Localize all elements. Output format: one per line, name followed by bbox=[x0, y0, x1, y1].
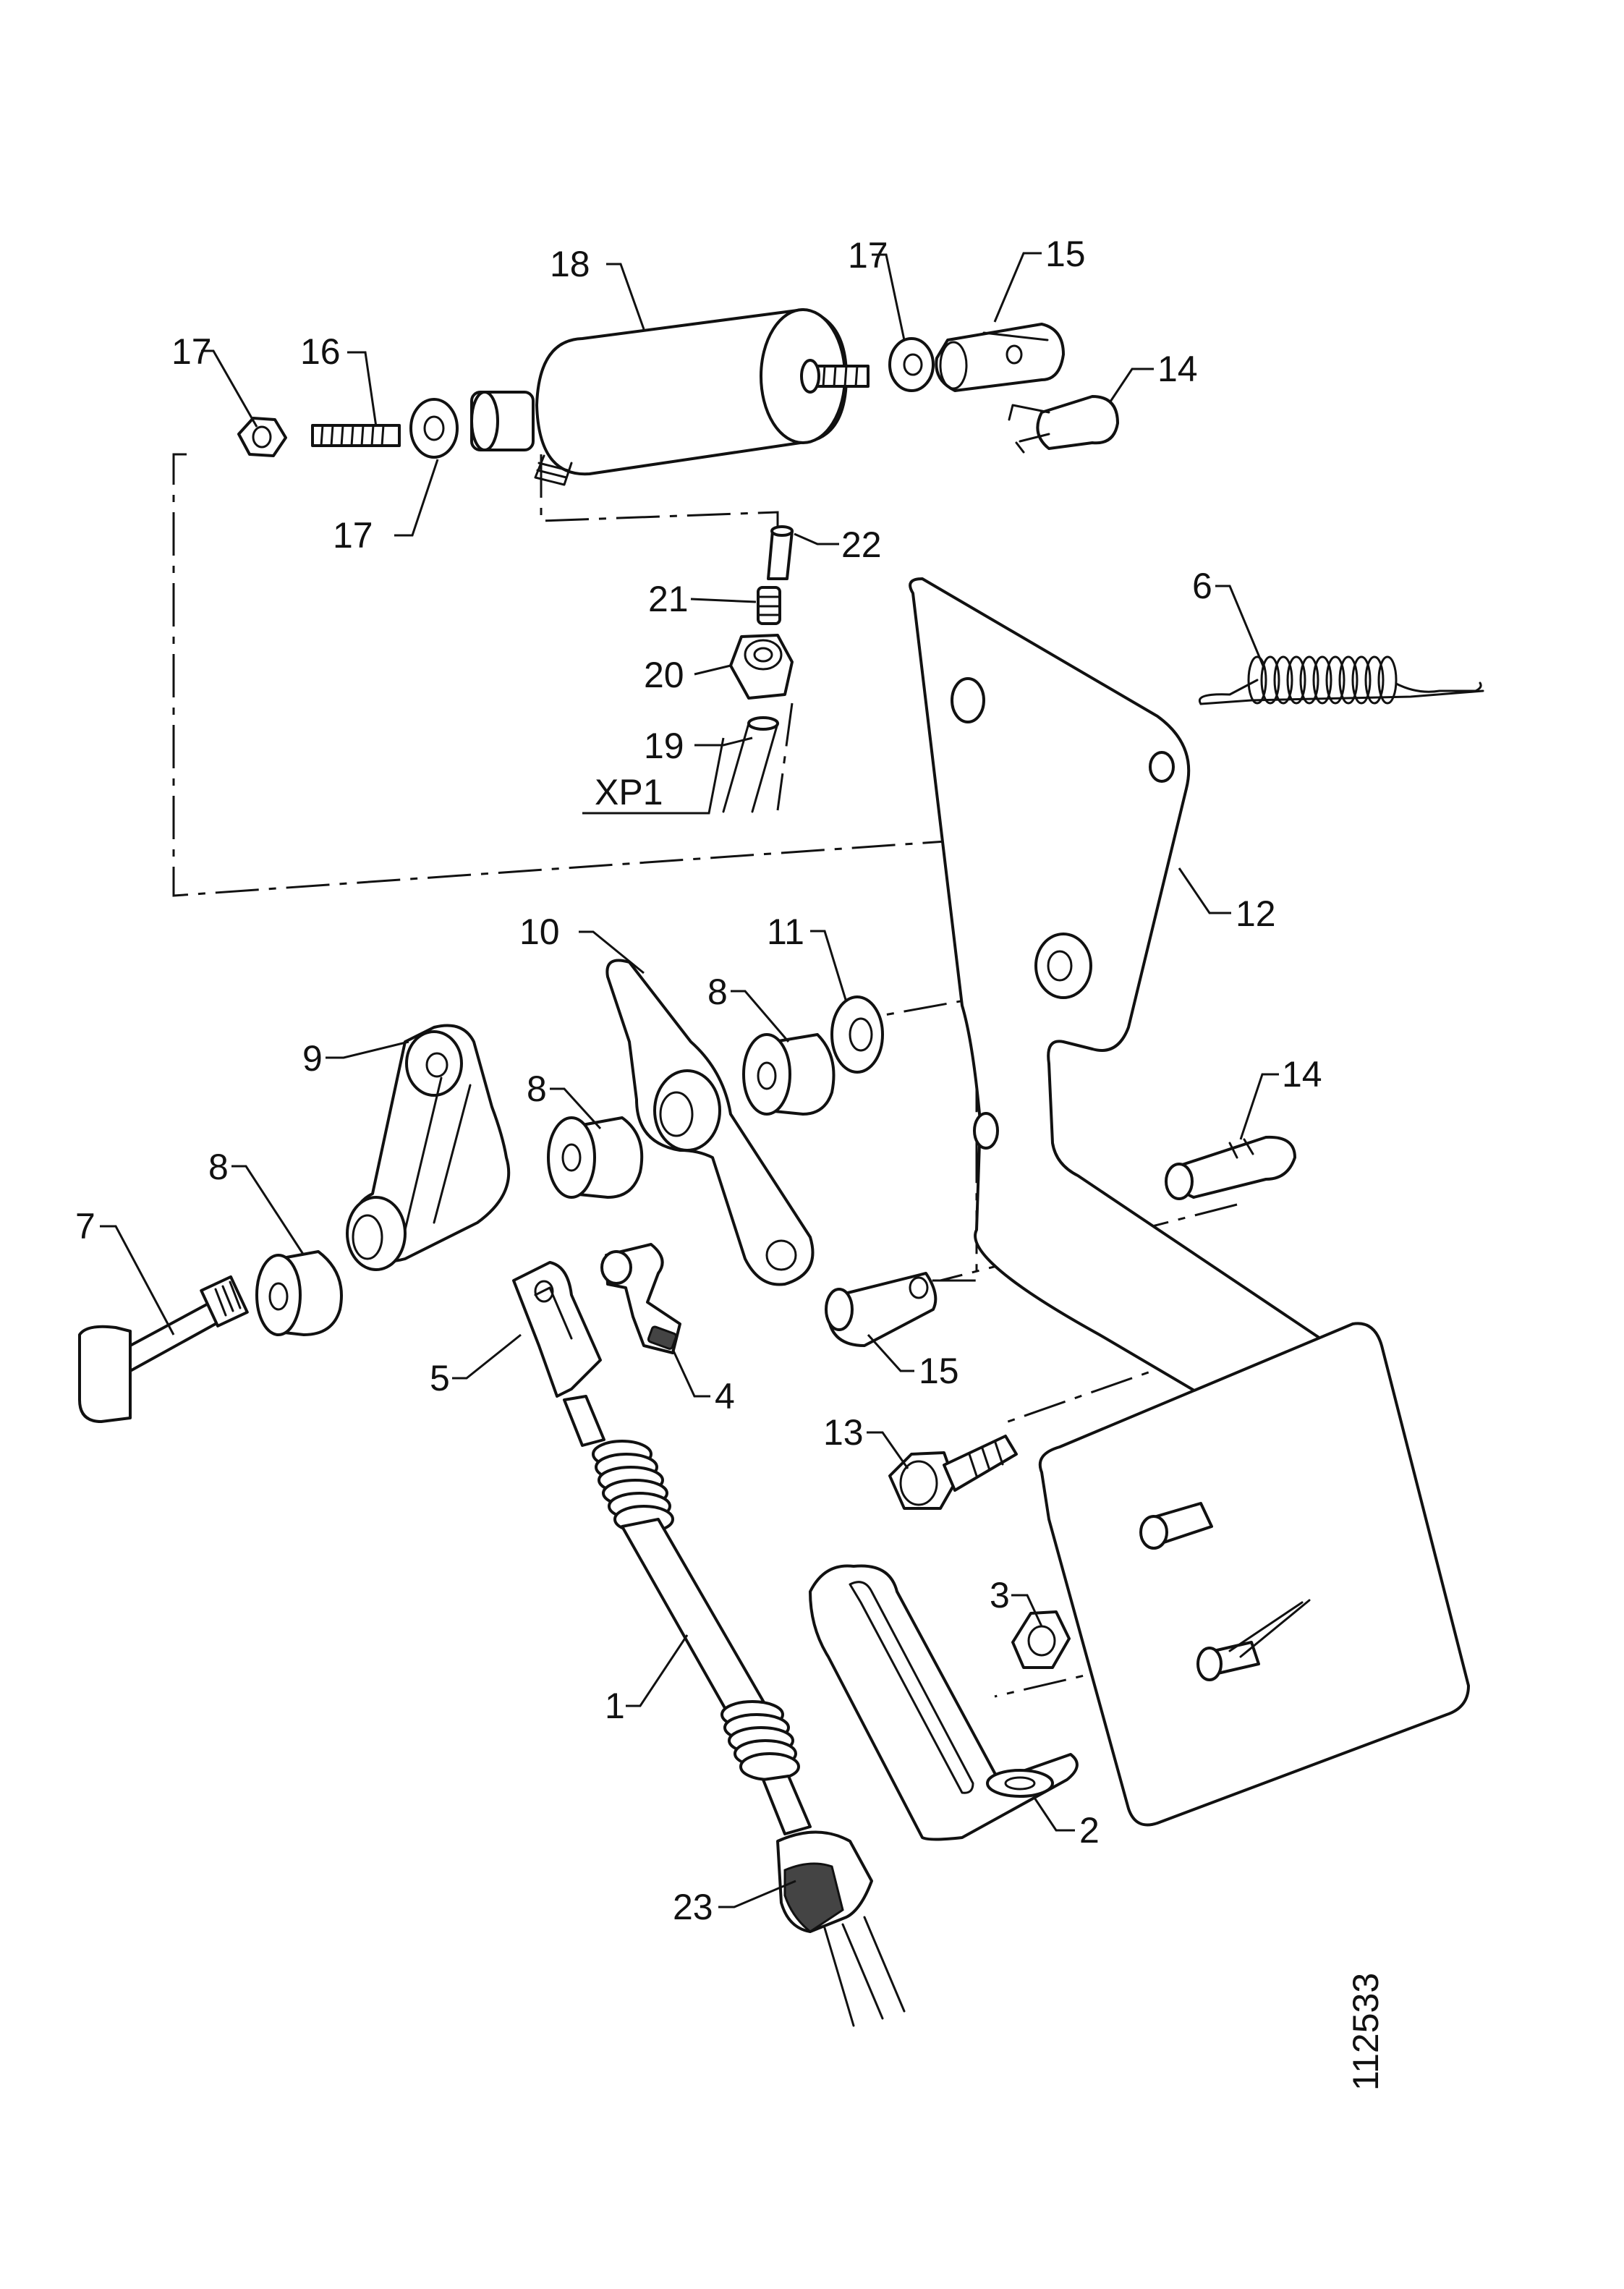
callout-21: 21 bbox=[648, 579, 689, 619]
clevis-15-bottom bbox=[825, 1272, 938, 1347]
callout-8: 8 bbox=[208, 1147, 229, 1187]
ferrule-21 bbox=[757, 586, 781, 625]
bracket-12 bbox=[909, 577, 1332, 1409]
clip-14-top bbox=[1008, 395, 1119, 454]
callout-6: 6 bbox=[1192, 566, 1212, 606]
tube-19 bbox=[722, 716, 779, 813]
nipple-22 bbox=[767, 525, 794, 580]
clip-14-bottom bbox=[1165, 1135, 1296, 1200]
callout-17: 17 bbox=[171, 331, 212, 372]
bushing-8-right bbox=[742, 1033, 836, 1116]
nut-20 bbox=[729, 634, 794, 700]
callout-4: 4 bbox=[715, 1376, 735, 1417]
grommet-23 bbox=[776, 1830, 906, 2027]
callout-13: 13 bbox=[823, 1412, 864, 1453]
stud-16 bbox=[311, 424, 401, 447]
slotted-bracket-2 bbox=[809, 1564, 1079, 1841]
callout-9: 9 bbox=[302, 1038, 323, 1079]
callout-5: 5 bbox=[430, 1358, 450, 1398]
callout-7: 7 bbox=[75, 1206, 95, 1247]
callout-20: 20 bbox=[644, 655, 684, 695]
bolt-7 bbox=[78, 1275, 249, 1423]
callout-17: 17 bbox=[333, 515, 373, 556]
clevis-5 bbox=[512, 1261, 602, 1398]
callout-14: 14 bbox=[1282, 1054, 1322, 1095]
bushing-8-left bbox=[255, 1250, 343, 1336]
callout-15: 15 bbox=[1045, 234, 1086, 274]
callout-8: 8 bbox=[527, 1069, 547, 1109]
callout-22: 22 bbox=[841, 525, 882, 565]
stud-upper bbox=[1139, 1502, 1213, 1550]
clevis-15-top bbox=[935, 323, 1065, 392]
callout-2: 2 bbox=[1079, 1810, 1100, 1851]
pedal-plate bbox=[1038, 1322, 1470, 1827]
callout-19: 19 bbox=[644, 726, 684, 766]
nut-17-mid bbox=[409, 398, 459, 459]
callout-14: 14 bbox=[1157, 349, 1198, 389]
callout-labels: 17 16 17 18 17 15 14 22 21 20 19 XP1 6 1… bbox=[75, 234, 1322, 1927]
spring-6 bbox=[1198, 655, 1484, 705]
callout-10: 10 bbox=[519, 912, 560, 952]
leader-lines bbox=[100, 252, 1279, 1908]
drawing-number: 112533 bbox=[1345, 1973, 1386, 2091]
nut-3 bbox=[1011, 1610, 1071, 1669]
bushing-8-mid bbox=[547, 1116, 644, 1199]
callout-3: 3 bbox=[990, 1575, 1010, 1615]
callout-11: 11 bbox=[767, 912, 804, 952]
pin-4 bbox=[600, 1243, 681, 1354]
washer-11 bbox=[830, 995, 884, 1074]
bolt-13 bbox=[888, 1435, 1018, 1510]
callout-8: 8 bbox=[707, 972, 728, 1012]
callout-12: 12 bbox=[1236, 893, 1276, 934]
cylinder-18 bbox=[470, 308, 870, 486]
control-rod-1 bbox=[563, 1395, 812, 1835]
callout-18: 18 bbox=[550, 244, 590, 284]
nut-17-left bbox=[237, 417, 287, 457]
callout-1: 1 bbox=[605, 1686, 625, 1726]
callout-23: 23 bbox=[673, 1887, 713, 1927]
stud-lower bbox=[1196, 1599, 1311, 1681]
callout-17: 17 bbox=[848, 235, 888, 276]
bracket-boss bbox=[1034, 933, 1092, 999]
nut-17-right bbox=[888, 337, 935, 392]
lever-10 bbox=[605, 959, 815, 1286]
callout-xp1: XP1 bbox=[595, 772, 663, 812]
callout-16: 16 bbox=[300, 331, 341, 372]
callout-15: 15 bbox=[919, 1351, 959, 1391]
bell-crank-9 bbox=[346, 1024, 511, 1271]
